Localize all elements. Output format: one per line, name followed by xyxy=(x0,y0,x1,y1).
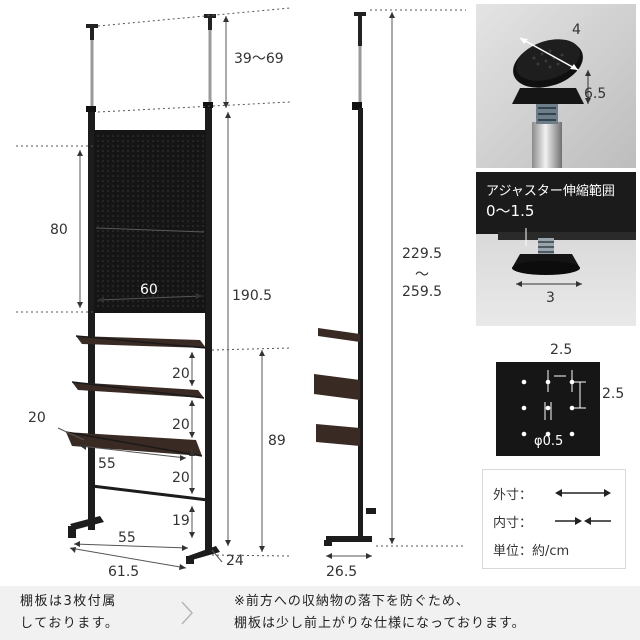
footer-right-line-2: 棚板は少し前上がりな仕様になっております。 xyxy=(234,616,526,631)
legend-box: 外寸： 内寸： 単位：約/cm xyxy=(482,469,626,569)
photo-mid-caption: アジャスター伸縮範囲 xyxy=(486,184,615,199)
inner-dimension-arrow-icon xyxy=(555,517,611,525)
photo-mid-range: 0〜1.5 xyxy=(486,202,535,220)
dim-board-height: 80 xyxy=(50,222,68,238)
dim-shelf-gap-2: 20 xyxy=(172,417,190,433)
footer-right-line-1: ※前方への収納物の落下を防ぐため、 xyxy=(234,594,470,609)
dim-side-range-top: 229.5 xyxy=(402,246,443,262)
shelves xyxy=(65,335,207,457)
legend-inner: 内寸： xyxy=(493,512,532,531)
dim-shelf-depth: 20 xyxy=(28,410,46,426)
legend-inner-label: 内寸： xyxy=(493,516,533,531)
photo-top-dim-height: 6.5 xyxy=(584,86,607,102)
adjuster-top-illustration xyxy=(476,4,636,168)
top-tension-rods xyxy=(86,14,216,112)
footer-note: 棚板は3枚付属 しております。 ※前方への収納物の落下を防ぐため、 棚板は少し前… xyxy=(0,586,640,640)
dim-total-height: 190.5 xyxy=(232,288,273,304)
adjuster-range-photo xyxy=(476,172,636,326)
footer-left-line-2: しております。 xyxy=(20,616,120,631)
dim-base-width: 55 xyxy=(118,530,136,546)
dim-lower-height: 89 xyxy=(268,433,286,449)
side-view-drawing xyxy=(314,9,466,559)
pegboard-panel xyxy=(94,130,206,313)
footer-left-text: 棚板は3枚付属 しております。 xyxy=(20,591,119,635)
photo-top-dim-width: 4 xyxy=(572,22,581,38)
footer-left-line-1: 棚板は3枚付属 xyxy=(20,594,117,609)
front-view-drawing xyxy=(16,7,291,570)
dim-side-range-bottom: 259.5 xyxy=(402,284,443,300)
legend-outer: 外寸： xyxy=(493,484,532,503)
main-posts xyxy=(86,102,213,550)
adjuster-range-illustration xyxy=(476,172,636,326)
dim-shelf-gap-3: 20 xyxy=(172,470,190,486)
dimension-arrowheads xyxy=(70,16,265,570)
dim-overall-depth: 24 xyxy=(226,553,244,569)
side-dimension-lines xyxy=(326,9,466,557)
pegboard-detail xyxy=(496,362,600,456)
dim-bottom-gap: 19 xyxy=(172,513,190,529)
side-shelves xyxy=(314,328,360,446)
detail-hole: φ0.5 xyxy=(534,434,564,449)
dim-top-adjust: 39〜69 xyxy=(234,51,284,67)
dim-board-width: 60 xyxy=(140,282,158,298)
footer-right-text: ※前方への収納物の落下を防ぐため、 棚板は少し前上がりな仕様になっております。 xyxy=(234,591,526,635)
side-dimension-arrowheads xyxy=(326,12,395,559)
dim-side-depth: 26.5 xyxy=(326,564,358,580)
photo-mid-dim-width: 3 xyxy=(546,290,555,306)
adjuster-top-photo xyxy=(476,4,636,168)
side-pole xyxy=(352,12,366,540)
legend-unit: 単位：約/cm xyxy=(493,544,570,559)
legend-outer-label: 外寸： xyxy=(493,488,533,503)
outer-dimension-arrow-icon xyxy=(555,489,611,497)
detail-dim-top: 2.5 xyxy=(550,342,573,358)
dim-overall-width: 61.5 xyxy=(108,564,140,580)
dim-side-range-tilde: 〜 xyxy=(415,267,429,283)
chevron-right-icon xyxy=(181,601,194,625)
base-frame xyxy=(68,484,220,564)
dim-shelf-width: 55 xyxy=(98,456,116,472)
side-base xyxy=(324,508,376,546)
dim-shelf-gap-1: 20 xyxy=(172,366,190,382)
detail-dim-side: 2.5 xyxy=(602,386,625,402)
